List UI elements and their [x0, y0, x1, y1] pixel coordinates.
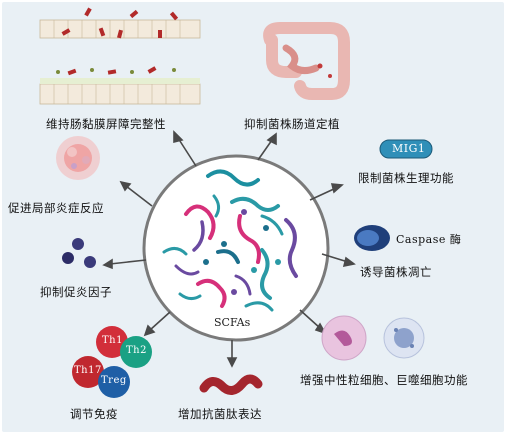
- scfa-molecules: [162, 169, 298, 312]
- mig1-tag: [379, 139, 433, 159]
- intestinal-barrier-illustration: [39, 7, 201, 105]
- cytokine-dots: [62, 238, 96, 268]
- arrow-inflammation: [119, 180, 153, 207]
- th17-label: Th17: [74, 365, 102, 376]
- immunity-label: 调节免疫: [70, 407, 118, 421]
- t-cells: [72, 326, 152, 398]
- inflammation-label: 促进局部炎症反应: [8, 201, 104, 215]
- arrow-peptide: [226, 340, 238, 368]
- arrow-neutrophil: [299, 309, 327, 335]
- peptide-label: 增加抗菌肽表达: [178, 407, 262, 421]
- arrow-barrier: [173, 130, 197, 167]
- intestine-illustration: [263, 22, 350, 100]
- mig1-label: MIG1: [392, 142, 426, 155]
- inflammation-cells: [56, 136, 100, 180]
- th2-label: Th2: [126, 345, 147, 356]
- barrier-label: 维持肠黏膜屏障完整性: [46, 117, 166, 131]
- arrow-colonization: [257, 132, 277, 161]
- scfa-circle: [142, 154, 330, 342]
- caspase-enzyme-icon: [354, 225, 390, 251]
- cytokine-label: 抑制促炎因子: [40, 285, 112, 299]
- caspase-label: Caspase 酶: [396, 233, 462, 246]
- arrows: [102, 130, 356, 368]
- physiology-label: 限制菌株生理功能: [358, 171, 454, 185]
- colonization-label: 抑制菌株肠道定植: [244, 117, 340, 131]
- arrow-apoptosis: [321, 253, 356, 268]
- antimicrobial-peptide: [199, 374, 263, 395]
- scfa-dots: [203, 209, 281, 295]
- treg-label: Treg: [101, 375, 127, 386]
- arrow-physiology: [309, 183, 344, 201]
- immune-cells: [321, 315, 425, 361]
- arrow-immunity: [143, 311, 171, 337]
- arrow-cytokine: [102, 258, 147, 270]
- scfa-label: SCFAs: [214, 316, 251, 329]
- th1-label: Th1: [102, 335, 123, 346]
- apoptosis-label: 诱导菌株凋亡: [360, 265, 432, 279]
- neutrophil-label: 增强中性粒细胞、巨噬细胞功能: [300, 373, 468, 387]
